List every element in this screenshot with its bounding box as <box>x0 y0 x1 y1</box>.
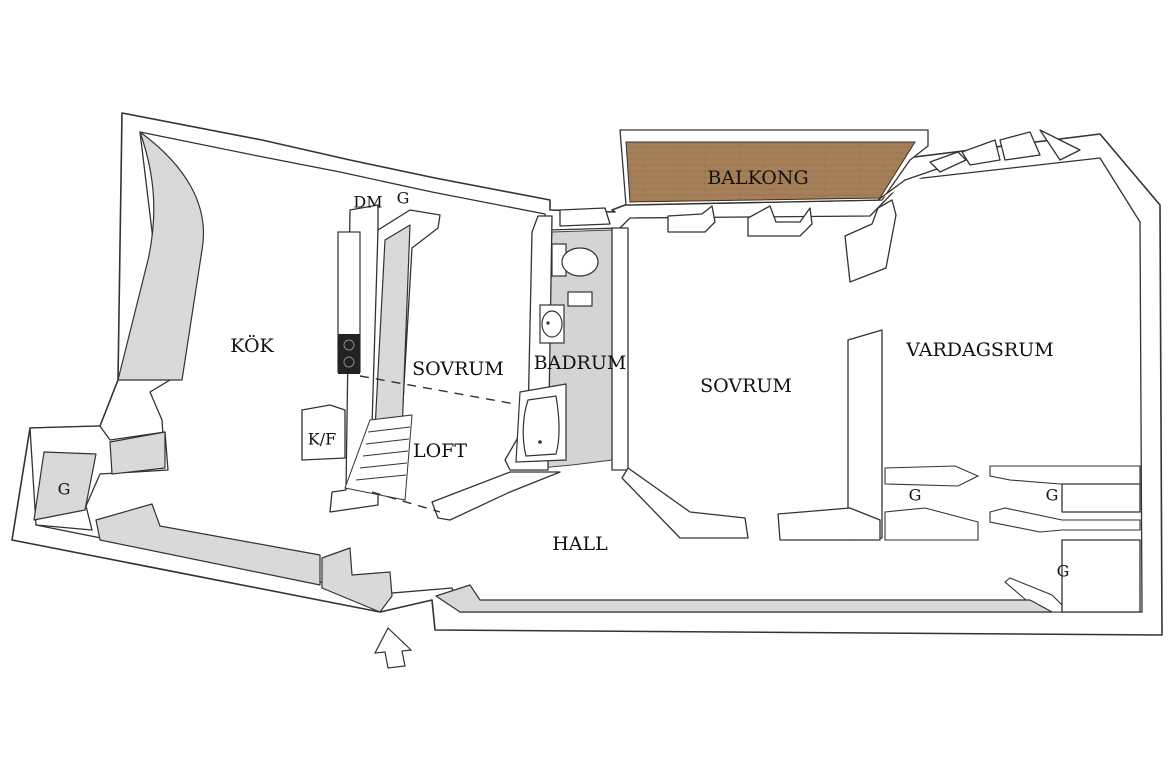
wardrobes <box>884 465 1141 613</box>
loft-stair <box>344 414 413 501</box>
hall-south-wall <box>435 584 1053 613</box>
room-label-hall: HALL <box>552 533 608 555</box>
label-g-wardrobe-2: G <box>1046 486 1059 505</box>
room-label-sovrum-left: SOVRUM <box>412 358 504 380</box>
northeast-window-niches <box>929 129 1081 173</box>
label-g-top: G <box>397 189 410 208</box>
toilet-icon <box>551 243 599 277</box>
fridge-freezer <box>301 404 346 461</box>
room-label-kok: KÖK <box>230 334 274 357</box>
sink-icon <box>539 304 565 344</box>
room-label-loft: LOFT <box>413 440 467 462</box>
label-g-left: G <box>58 480 71 499</box>
room-label-vardagsrum: VARDAGSRUM <box>905 339 1053 361</box>
balcony-wall-segments <box>559 167 941 283</box>
left-storage-closet <box>29 425 169 531</box>
entrance-arrow-icon <box>373 627 413 669</box>
bathroom <box>504 215 629 471</box>
bathtub-icon <box>515 383 567 463</box>
loft-dashed-lines <box>359 375 516 513</box>
kitchen-south-wall <box>95 503 393 613</box>
label-dm: DM <box>353 193 382 212</box>
label-g-wardrobe-3: G <box>1057 562 1070 581</box>
stove-icon <box>338 334 360 374</box>
bedroom-livingroom-divider <box>777 329 883 541</box>
room-label-sovrum-right: SOVRUM <box>700 375 792 397</box>
kitchen-west-wall <box>117 131 204 381</box>
label-g-wardrobe-1: G <box>909 486 922 505</box>
balcony <box>619 129 929 206</box>
room-label-badrum: BADRUM <box>534 352 627 374</box>
label-kf: K/F <box>308 430 336 449</box>
room-label-balkong: BALKONG <box>707 167 808 189</box>
hall-north-wall <box>431 467 749 539</box>
